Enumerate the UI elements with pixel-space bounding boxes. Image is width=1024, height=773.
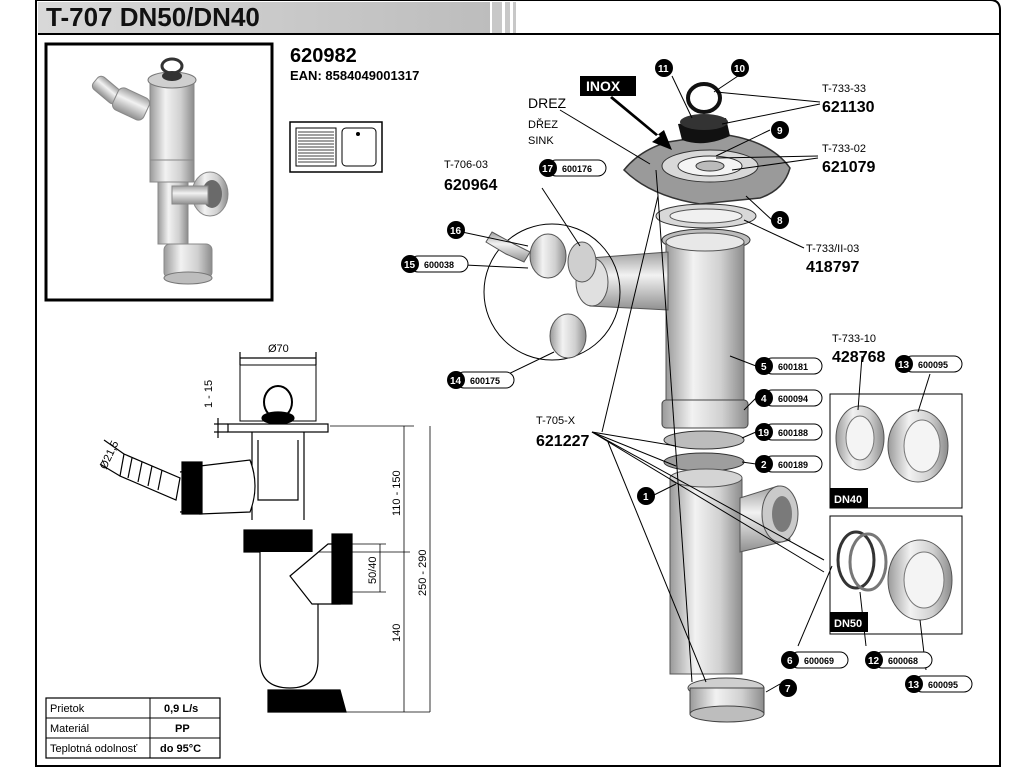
ref-t733-02-code: T-733-02: [822, 143, 866, 155]
ref-t706-03-number: 620964: [444, 177, 497, 194]
part-num: 5: [761, 362, 767, 373]
part-badge: 2 600189: [755, 455, 823, 473]
detail-circle: [483, 223, 621, 361]
ref-t733-ii-03-code: T-733/II-03: [806, 243, 859, 255]
part-badge: 9: [771, 121, 789, 139]
part-badge: 7: [779, 679, 797, 697]
part-badge: 19 600188: [755, 423, 823, 441]
part-code: 600069: [804, 656, 834, 666]
dn40-label: DN40: [834, 494, 862, 506]
specs-table: Prietok 0,9 L/s Materiál PP Teplotná odo…: [45, 697, 221, 759]
dim-110-150: 110 - 150: [391, 470, 403, 516]
ref-t705-x-number: 621227: [536, 433, 589, 450]
ref-t733-02-number: 621079: [822, 159, 875, 176]
header-band: T-707 DN50/DN40: [38, 2, 1000, 35]
part-num: 13: [898, 360, 910, 371]
part-code: 600188: [778, 428, 808, 438]
dim-1-15: 1 - 15: [203, 380, 215, 408]
ref-t705-x-code: T-705-X: [536, 415, 576, 427]
part-badge: 13 600095: [895, 355, 963, 373]
inox-callout: INOX: [580, 76, 672, 150]
part-num: 19: [758, 428, 770, 439]
part-num: 8: [777, 216, 783, 227]
part-num: 17: [542, 164, 554, 175]
part-num: 2: [761, 460, 767, 471]
dim-140: 140: [391, 624, 403, 642]
part-badge: 11: [655, 59, 673, 77]
part-badge: 1: [637, 487, 655, 505]
part-badge: 12 600068: [865, 651, 933, 669]
label-drez-cz: DŘEZ: [528, 118, 558, 131]
part-code: 600038: [424, 260, 454, 270]
plug-ring: [686, 82, 722, 114]
article-number: 620982: [290, 45, 357, 67]
part-badge: 8: [771, 211, 789, 229]
dn50-label: DN50: [834, 618, 862, 630]
ref-t733-10-number: 428768: [832, 349, 885, 366]
dim-250-290: 250 - 290: [417, 550, 429, 596]
ref-t733-ii-03-number: 418797: [806, 259, 859, 276]
part-num: 9: [777, 126, 783, 137]
part-badge: 4 600094: [755, 389, 823, 407]
product-photo-box: [44, 42, 274, 302]
part-num: 13: [908, 680, 920, 691]
label-sink: SINK: [528, 135, 554, 147]
dim-50-40: 50/40: [367, 556, 379, 584]
spec-value-material: PP: [175, 723, 190, 735]
spec-label-material: Materiál: [50, 723, 89, 735]
part-num: 6: [787, 656, 793, 667]
part-badge: 6 600069: [781, 651, 849, 669]
ref-t733-33-code: T-733-33: [822, 83, 866, 95]
part-badge: 5 600181: [755, 357, 823, 375]
part-badge: 10: [731, 59, 749, 77]
spec-label-flow: Prietok: [50, 703, 85, 715]
part-code: 600095: [928, 680, 958, 690]
part-code: 600068: [888, 656, 918, 666]
part-badges: 1 2 600189 4 600094 5 600181 6 600069 7 …: [401, 59, 973, 697]
spec-value-temp: do 95°C: [160, 743, 201, 755]
product-photo: [91, 57, 229, 285]
part-code: 600095: [918, 360, 948, 370]
part-num: 12: [868, 656, 880, 667]
part-code: 600189: [778, 460, 808, 470]
ref-t733-10-code: T-733-10: [832, 333, 876, 345]
part-num: 10: [734, 64, 746, 75]
product-title: T-707 DN50/DN40: [46, 2, 260, 32]
spec-value-flow: 0,9 L/s: [164, 703, 198, 715]
part-num: 15: [404, 260, 416, 271]
part-num: 4: [761, 394, 767, 405]
part-num: 7: [785, 684, 791, 695]
ref-t733-33-number: 621130: [822, 99, 875, 116]
spec-label-temp: Teplotná odolnosť: [50, 743, 138, 755]
part-num: 16: [450, 226, 462, 237]
exploded-view: [483, 82, 963, 723]
part-code: 600094: [778, 394, 808, 404]
part-badge: 17 600176: [539, 159, 607, 177]
dim-d70: Ø70: [268, 343, 289, 355]
ean-code: EAN: 8584049001317: [290, 68, 419, 83]
part-num: 11: [658, 64, 669, 75]
part-badge: 15 600038: [401, 255, 469, 273]
part-badge: 14 600175: [447, 371, 515, 389]
part-code: 600176: [562, 164, 592, 174]
part-badge: 13 600095: [905, 675, 973, 693]
part-code: 600181: [778, 362, 808, 372]
sink-icon: [289, 121, 383, 173]
ref-t706-03-code: T-706-03: [444, 159, 488, 171]
part-code: 600175: [470, 376, 500, 386]
leader-lines: [443, 75, 931, 693]
inox-label: INOX: [586, 78, 621, 94]
part-num: 14: [450, 376, 462, 387]
technical-drawing: [99, 352, 431, 713]
label-drez: DREZ: [528, 95, 567, 111]
part-num: 1: [643, 492, 649, 503]
part-badge: 16: [447, 221, 465, 239]
